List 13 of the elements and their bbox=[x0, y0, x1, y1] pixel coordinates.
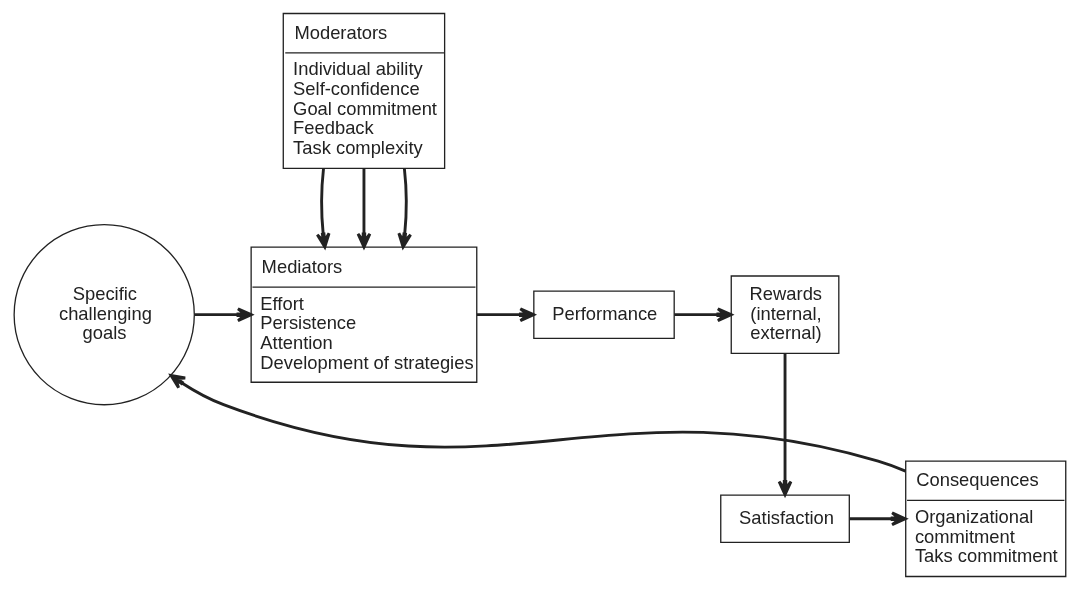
arrow bbox=[356, 168, 372, 249]
node-circle: Specific challenging goals bbox=[13, 223, 195, 406]
arrow bbox=[169, 374, 907, 473]
node-box: Rewards (internal, external) bbox=[730, 275, 840, 355]
arrow bbox=[397, 168, 412, 249]
arrow bbox=[476, 307, 535, 323]
arrow bbox=[315, 168, 331, 249]
node-box: Performance bbox=[533, 290, 675, 339]
arrow bbox=[849, 511, 907, 527]
node-box: Satisfaction bbox=[720, 494, 850, 544]
arrow bbox=[777, 353, 793, 497]
arrow bbox=[194, 307, 253, 323]
arrow bbox=[674, 307, 733, 323]
